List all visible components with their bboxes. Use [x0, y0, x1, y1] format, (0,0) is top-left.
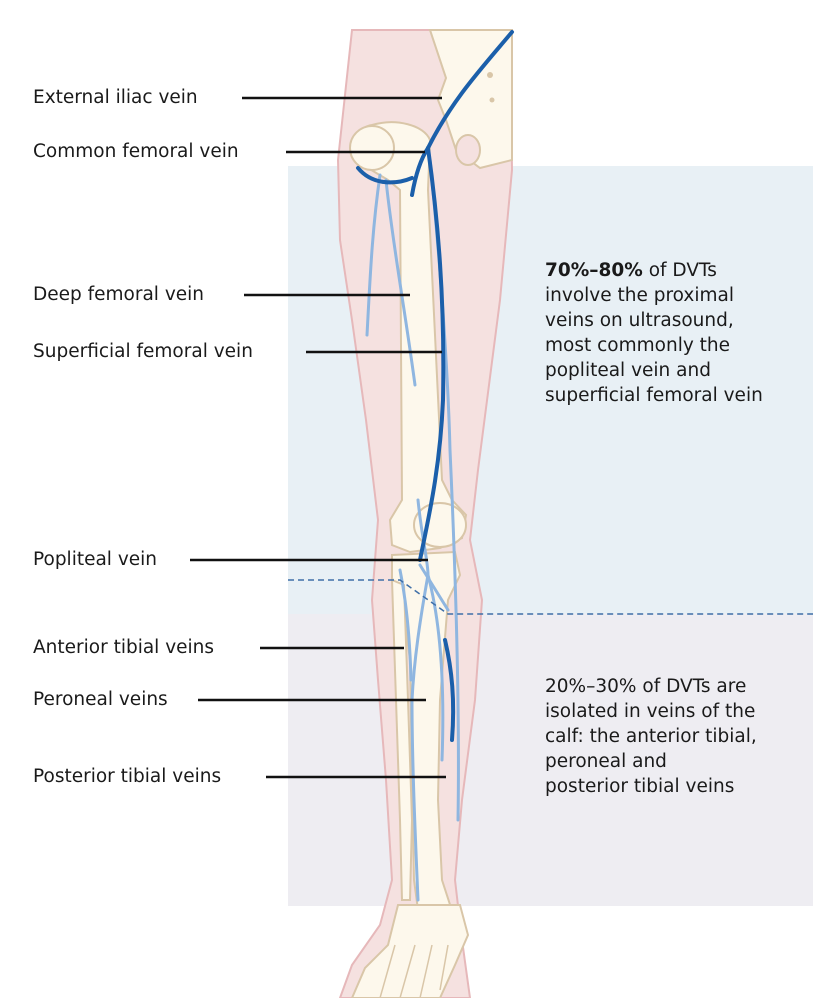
label-anterior-tibial-veins: Anterior tibial veins — [33, 637, 214, 659]
proximal-note-line2: involve the proximal — [545, 283, 763, 308]
label-peroneal-veins: Peroneal veins — [33, 689, 168, 711]
obturator-foramen — [456, 135, 480, 165]
calf-note-line1: 20%–30% of DVTs are — [545, 674, 757, 699]
proximal-note-line4: most commonly the — [545, 333, 763, 358]
proximal-note-highlight: 70%–80% — [545, 260, 643, 281]
label-external-iliac-vein: External iliac vein — [33, 87, 198, 109]
femoral-head — [350, 126, 394, 170]
calf-note-line5: posterior tibial veins — [545, 774, 757, 799]
calf-note-line2: isolated in veins of the — [545, 699, 757, 724]
pelvis-foramen-dot — [487, 72, 493, 78]
label-deep-femoral-vein: Deep femoral vein — [33, 284, 204, 306]
pelvis-foramen-dot — [490, 98, 495, 103]
proximal-dvt-note: 70%–80% of DVTs involve the proximal vei… — [545, 258, 763, 408]
proximal-note-line5: popliteal vein and — [545, 358, 763, 383]
proximal-note-line1: 70%–80% of DVTs — [545, 258, 763, 283]
proximal-note-line1-rest: of DVTs — [643, 260, 717, 281]
label-common-femoral-vein: Common femoral vein — [33, 141, 239, 163]
calf-note-line4: peroneal and — [545, 749, 757, 774]
label-superficial-femoral-vein: Superficial femoral vein — [33, 341, 253, 363]
label-posterior-tibial-veins: Posterior tibial veins — [33, 766, 221, 788]
label-popliteal-vein: Popliteal vein — [33, 549, 157, 571]
calf-note-line3: calf: the anterior tibial, — [545, 724, 757, 749]
calf-dvt-note: 20%–30% of DVTs are isolated in veins of… — [545, 674, 757, 799]
proximal-note-line6: superficial femoral vein — [545, 383, 763, 408]
proximal-note-line3: veins on ultrasound, — [545, 308, 763, 333]
